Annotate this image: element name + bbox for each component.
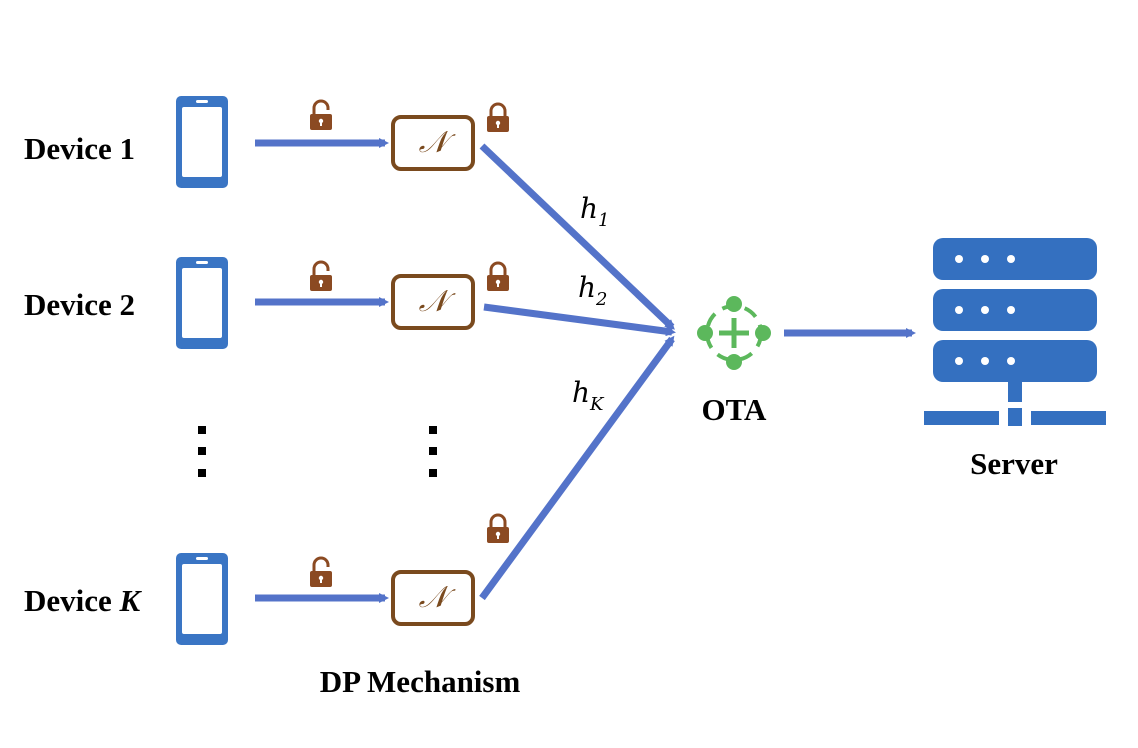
locked-padlock-icon <box>485 261 511 293</box>
device-label: Device K <box>24 583 143 618</box>
smartphone-icon <box>176 257 228 349</box>
noise-box <box>391 570 475 626</box>
noise-box <box>391 274 475 330</box>
channel-sub: 1 <box>598 210 609 231</box>
locked-padlock-icon <box>485 102 511 134</box>
channel-sub: K <box>589 394 605 415</box>
device-label: Device 2 <box>24 287 135 322</box>
smartphone-icon <box>176 96 228 188</box>
unlocked-padlock-icon <box>308 260 334 293</box>
unlocked-padlock-icon <box>308 556 334 589</box>
channel-base: h <box>578 271 596 304</box>
channel-arrow-k <box>479 335 675 601</box>
locked-padlock-icon <box>485 513 511 545</box>
device-label: Device 1 <box>24 131 135 166</box>
noise-box <box>391 115 475 171</box>
channel-base: h <box>572 376 590 409</box>
ota-label: OTA <box>702 392 767 427</box>
channel-label-1: h1 <box>580 192 610 231</box>
channel-label-2: h2 <box>578 271 608 310</box>
channel-label-k: hK <box>572 376 605 415</box>
channel-base: h <box>580 192 598 225</box>
unlocked-padlock-icon <box>308 99 334 132</box>
smartphone-icon <box>176 553 228 645</box>
vertical-ellipsis-noise <box>429 426 437 477</box>
device-row-2: Device 2 𝒩 <box>24 257 511 349</box>
server-label: Server <box>970 446 1058 481</box>
channel-arrow-2 <box>483 303 676 337</box>
dp-mechanism-label: DP Mechanism <box>320 664 521 699</box>
device-label-var: K <box>119 583 143 618</box>
device-row-k: Device K 𝒩 <box>24 513 511 645</box>
channel-sub: 2 <box>595 289 607 310</box>
device-label-prefix: Device <box>24 583 120 618</box>
device-row-1: Device 1 𝒩 <box>24 96 511 188</box>
channel-arrow-1 <box>479 143 675 330</box>
ota-aggregation-icon <box>697 296 771 370</box>
vertical-ellipsis-devices <box>198 426 206 477</box>
server-rack-icon <box>924 238 1106 426</box>
